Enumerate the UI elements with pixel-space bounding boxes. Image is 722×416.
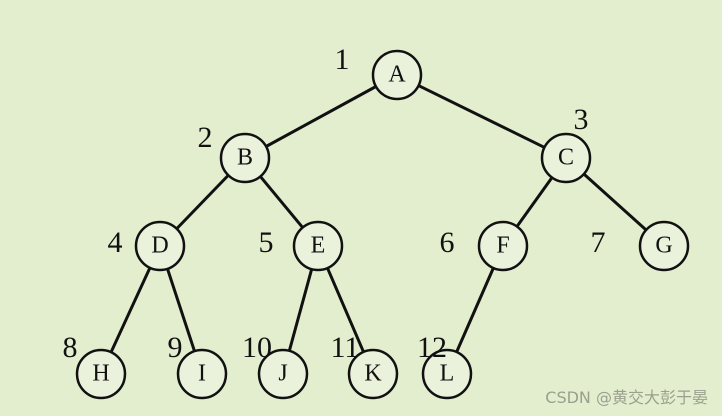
edge-d-h [109,267,152,353]
node-circle [540,132,592,184]
node-index-9: 9 [168,331,183,364]
node-index-6: 6 [440,226,455,259]
node-label: J [278,361,287,387]
node-label: L [440,361,455,387]
node-circle [638,220,690,272]
tree-node-i: I [176,348,228,400]
edge-e-k [326,267,365,353]
node-index-5: 5 [259,226,274,259]
node-circle [75,348,127,400]
edge-d-i [166,268,196,352]
tree-node-h: H [75,348,127,400]
tree-edges [109,84,648,353]
node-label: D [151,233,168,259]
node-index-11: 11 [331,331,360,364]
edge-c-g [582,172,648,232]
node-index-3: 3 [574,103,589,136]
node-index-7: 7 [591,226,606,259]
edge-b-e [259,175,304,229]
tree-node-f: F [477,220,529,272]
node-index-8: 8 [63,331,78,364]
node-label: I [198,361,206,387]
tree-node-g: G [638,220,690,272]
node-label: C [558,145,574,171]
node-label: B [237,145,253,171]
tree-node-k: K [347,348,399,400]
node-label: E [311,233,326,259]
tree-node-b: B [219,132,271,184]
node-circle [257,348,309,400]
node-index-4: 4 [108,226,123,259]
edge-a-b [265,85,377,148]
node-label: H [92,361,109,387]
node-circle [477,220,529,272]
node-label: F [496,233,509,259]
node-circle [176,348,228,400]
node-label: K [364,361,382,387]
node-circle [219,132,271,184]
tree-node-l: L [421,348,473,400]
tree-node-d: D [134,220,186,272]
node-circle [371,49,423,101]
node-circle [292,220,344,272]
node-index-12: 12 [417,331,447,364]
node-circle [134,220,186,272]
node-label: G [655,233,672,259]
tree-node-a: A [371,49,423,101]
edge-a-c [417,84,546,149]
csdn-watermark: CSDN @黄交大彭于晏 [545,388,708,407]
edge-e-j [287,268,314,352]
node-circle [421,348,473,400]
edge-b-d [175,174,230,230]
node-index-1: 1 [335,43,350,76]
node-label: A [388,62,406,88]
node-index-2: 2 [198,121,213,154]
tree-nodes: A B C D E F G H I J K L [75,49,690,400]
tree-node-j: J [257,348,309,400]
edge-f-l [455,267,495,353]
node-circle [347,348,399,400]
node-index-10: 10 [242,331,272,364]
tree-node-c: C [540,132,592,184]
tree-node-e: E [292,220,344,272]
edge-c-f [515,176,554,228]
